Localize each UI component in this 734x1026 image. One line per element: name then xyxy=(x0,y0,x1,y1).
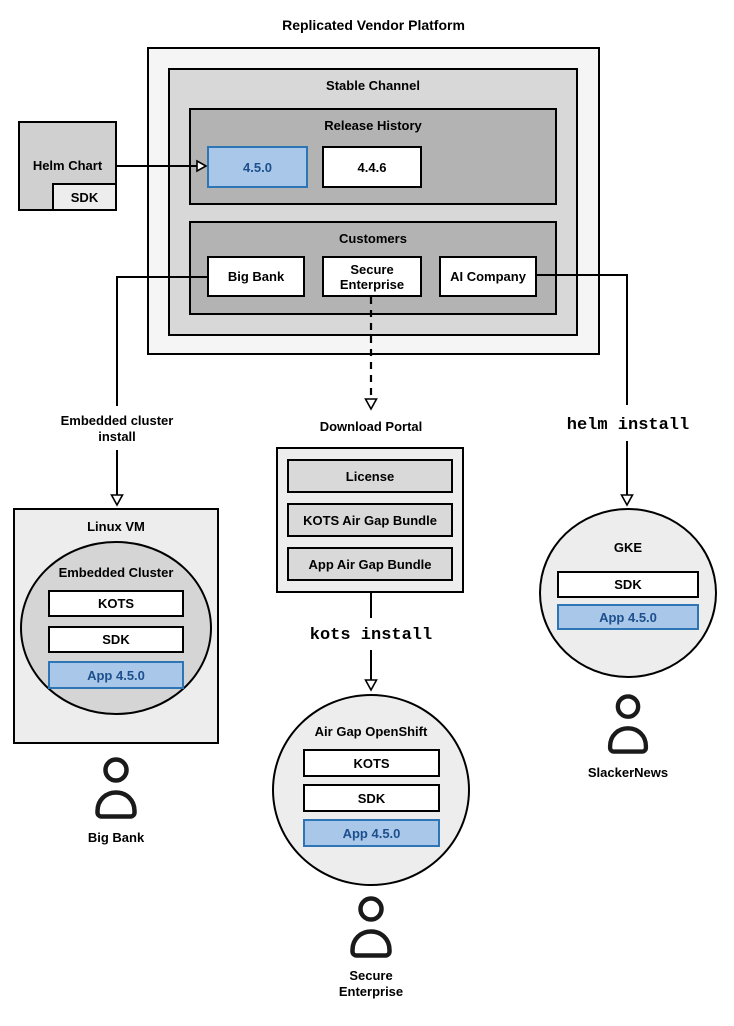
big-bank-user-label: Big Bank xyxy=(87,830,145,845)
slackernews-user-label: SlackerNews xyxy=(587,765,669,780)
openshift-app-box: App 4.5.0 xyxy=(303,819,440,847)
secure-enterprise-user-icon xyxy=(346,896,396,958)
customer-secure-enterprise: Secure Enterprise xyxy=(322,256,422,297)
app-air-gap-bundle-box: App Air Gap Bundle xyxy=(287,547,453,581)
secure-enterprise-user-label: Secure Enterprise xyxy=(338,968,404,999)
openshift-arrowhead xyxy=(364,679,378,692)
openshift-sdk-box: SDK xyxy=(303,784,440,812)
helm-chart-label: Helm Chart xyxy=(32,158,103,173)
gke-label: GKE xyxy=(613,540,643,555)
download-portal-label: Download Portal xyxy=(319,419,423,434)
kots-install-command: kots install xyxy=(309,626,433,645)
release-4-4-6: 4.4.6 xyxy=(322,146,422,188)
openshift-kots-box: KOTS xyxy=(303,749,440,777)
embedded-cluster-install-label: Embedded cluster install xyxy=(60,413,174,444)
license-box: License xyxy=(287,459,453,493)
linux-vm-app-box: App 4.5.0 xyxy=(48,661,184,689)
linux-vm-arrowhead xyxy=(110,494,124,507)
release-history-label: Release History xyxy=(324,118,422,133)
linux-vm-sdk-box: SDK xyxy=(48,626,184,653)
gke-sdk-box: SDK xyxy=(557,571,699,598)
release-4-5-0: 4.5.0 xyxy=(207,146,308,188)
embedded-cluster-label: Embedded Cluster xyxy=(58,565,174,580)
linux-vm-kots-box: KOTS xyxy=(48,590,184,617)
customers-label: Customers xyxy=(339,231,407,246)
customer-big-bank: Big Bank xyxy=(207,256,305,297)
diagram-title: Replicated Vendor Platform xyxy=(282,17,465,33)
helm-install-command: helm install xyxy=(566,416,690,435)
download-portal-arrowhead xyxy=(364,398,378,411)
customer-ai-company: AI Company xyxy=(439,256,537,297)
gke-app-box: App 4.5.0 xyxy=(557,604,699,630)
slackernews-user-icon xyxy=(603,694,653,754)
linux-vm-label: Linux VM xyxy=(87,519,145,534)
air-gap-openshift-label: Air Gap OpenShift xyxy=(314,724,428,739)
big-bank-user-icon xyxy=(91,757,141,819)
kots-air-gap-bundle-box: KOTS Air Gap Bundle xyxy=(287,503,453,537)
gke-arrowhead xyxy=(620,494,634,507)
helm-chart-sdk-box: SDK xyxy=(52,183,117,211)
stable-channel-label: Stable Channel xyxy=(326,78,420,93)
